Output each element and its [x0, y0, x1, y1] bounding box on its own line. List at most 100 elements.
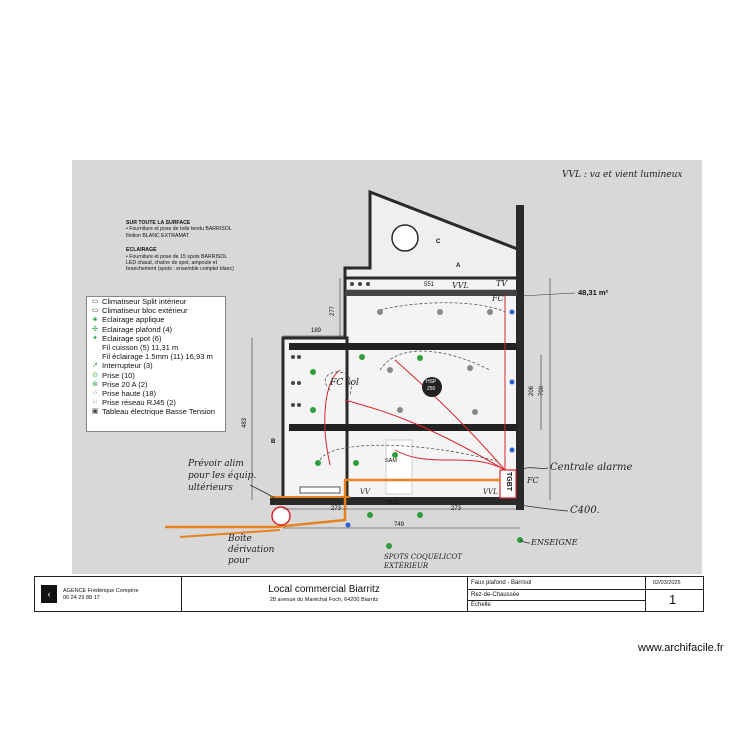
leader-prevoir: [249, 484, 279, 501]
facade-wall: [270, 497, 524, 505]
notes-eclairage-line1: • Fourniture et pose de 15 spots BARRISO…: [126, 253, 228, 260]
dashed-circuit-4: [319, 444, 501, 463]
device-icon: [509, 447, 515, 453]
fc-sol-label: FC sol: [330, 378, 359, 388]
ceiling-light-icon: [377, 309, 383, 315]
dim-749: 749: [394, 522, 405, 528]
legend-label: Prise (10): [102, 370, 135, 380]
ceiling-light-icon: [437, 309, 443, 315]
title-block: ‹ AGENCE Frédérique Compère 06 24 29 88 …: [34, 576, 704, 612]
spot-icon: [392, 452, 398, 458]
eclairage-wire-2: [394, 449, 506, 471]
dashed-circuit-2: [379, 350, 491, 371]
legend: ▭Climatiseur Split intérieur ▭Climatiseu…: [86, 296, 226, 432]
sam-label: SAM: [385, 458, 397, 464]
leader-centrale: [519, 467, 549, 471]
door-b-label: B: [271, 439, 276, 445]
device-icon: [345, 522, 351, 528]
eclairage-spot-icon: ✦: [92, 334, 98, 342]
eclairage-wire-4: [324, 369, 341, 466]
ceiling-light-icon: [472, 409, 478, 415]
vv-label: VV: [360, 488, 371, 496]
climatiseur-interieur-icon: ▭: [91, 298, 99, 306]
vvl-bottom-label: VVL: [483, 488, 498, 496]
spot-icon: [310, 369, 316, 375]
beam-2: [289, 424, 517, 431]
legend-label: Fil cuisson (5) 11,31 m: [102, 342, 179, 352]
tgbt-label: TGBT: [505, 471, 513, 492]
cuisson-wire-1: [165, 478, 500, 529]
notes-surface-title: SUR TOUTE LA SURFACE: [126, 220, 191, 226]
legend-row: ⊙Prise (10): [87, 371, 225, 380]
socket-icon: [350, 282, 354, 286]
dashed-circuit-1: [379, 302, 506, 313]
boite-derivation-note: Boîte dérivation pour: [228, 534, 275, 566]
tb-date-cell: 02/03/2025 1: [645, 577, 703, 611]
beam-top: [345, 290, 517, 296]
notes-eclairage-line3: branchement (spots : ensemble complet bl…: [126, 266, 234, 273]
notes-eclairage-title: ECLAIRAGE: [126, 247, 157, 254]
legend-row: Fil cuisson (5) 11,31 m: [87, 343, 225, 352]
socket-icon: [297, 403, 301, 407]
ceiling-light-icon: [387, 367, 393, 373]
climatiseur-exterieur-icon: [271, 506, 291, 526]
legend-label: Eclairage applique: [102, 315, 165, 325]
socket-icon: [297, 381, 301, 385]
dim-551: 551: [424, 282, 435, 288]
interrupteur-icon: ↗: [92, 362, 98, 370]
enseigne-note: ENSEIGNE: [531, 538, 578, 547]
socket-icon: [291, 403, 295, 407]
project-title: Local commercial Biarritz: [268, 584, 380, 595]
dim-277: 277: [330, 305, 337, 317]
spot-icon: [359, 354, 365, 360]
round-sink: [391, 224, 419, 252]
prise-haute-icon: ⁘: [92, 389, 98, 397]
socket-clusters: [291, 282, 370, 407]
legend-row: ⁙Prise réseau RJ45 (2): [87, 398, 225, 407]
notes-eclairage-line2: LED chaud, chaîne de spot, ampoule et: [126, 260, 218, 267]
spot-icon: [310, 407, 316, 413]
legend-label: Eclairage plafond (4): [102, 324, 173, 334]
scale-label: Echelle: [471, 602, 491, 608]
legend-row: ⁘Prise haute (18): [87, 389, 225, 398]
legend-label: Climatiseur Split intérieur: [102, 297, 187, 307]
socket-icon: [358, 282, 362, 286]
device-icon: [509, 379, 515, 385]
legend-label: Climatiseur bloc extérieur: [102, 306, 188, 316]
facade-window: [299, 486, 341, 494]
ceiling-light-icon: [487, 309, 493, 315]
c400-note: C400.: [570, 505, 600, 516]
hsp-label: HSP: [426, 379, 437, 385]
cuisson-wire-2: [179, 529, 281, 538]
tgbt-box: [499, 469, 517, 499]
dim-206: 206: [529, 385, 536, 397]
drawing-name: Faux plafond - Barrisol: [471, 580, 532, 586]
legend-label: Tableau électrique Basse Tension: [102, 407, 215, 417]
project-address: 28 avenue du Maréchal Foch, 64200 Biarri…: [269, 597, 379, 603]
alarm-panel: [385, 439, 413, 495]
header-note: VVL : va et vient lumineux: [562, 170, 683, 180]
leader-c400: [519, 504, 569, 512]
area-leader: [519, 292, 576, 297]
fc-top-label: FC: [492, 294, 504, 303]
tv-label: TV: [496, 279, 508, 288]
door-c-label: C: [436, 239, 441, 245]
area-label: 48,31 m²: [578, 288, 609, 297]
vvl-top-label: VVL: [452, 281, 469, 290]
spot-icon: [315, 460, 321, 466]
light-symbols: [310, 354, 523, 549]
legend-row: ↗Interrupteur (3): [87, 361, 225, 370]
legend-row: ▣Tableau électrique Basse Tension: [87, 407, 225, 416]
legend-row: ✣ Eclairage plafond (4): [87, 325, 225, 334]
prise-20a-icon: ⊛: [92, 380, 98, 388]
drawing-date: 02/03/2025: [653, 580, 681, 586]
agency-logo-icon: ‹: [41, 585, 57, 603]
eclairage-plafond-icon: ✣: [92, 325, 98, 333]
sheet-number: 1: [669, 592, 677, 607]
tibbe-label: TIBBE: [384, 500, 400, 506]
legend-row: ✦Eclairage spot (6): [87, 334, 225, 343]
legend-row: ⊛Prise 20 A (2): [87, 380, 225, 389]
eclairage-wire-1: [394, 359, 506, 471]
dim-189: 189: [311, 328, 322, 334]
legend-row: ◈Eclairage applique: [87, 315, 225, 324]
